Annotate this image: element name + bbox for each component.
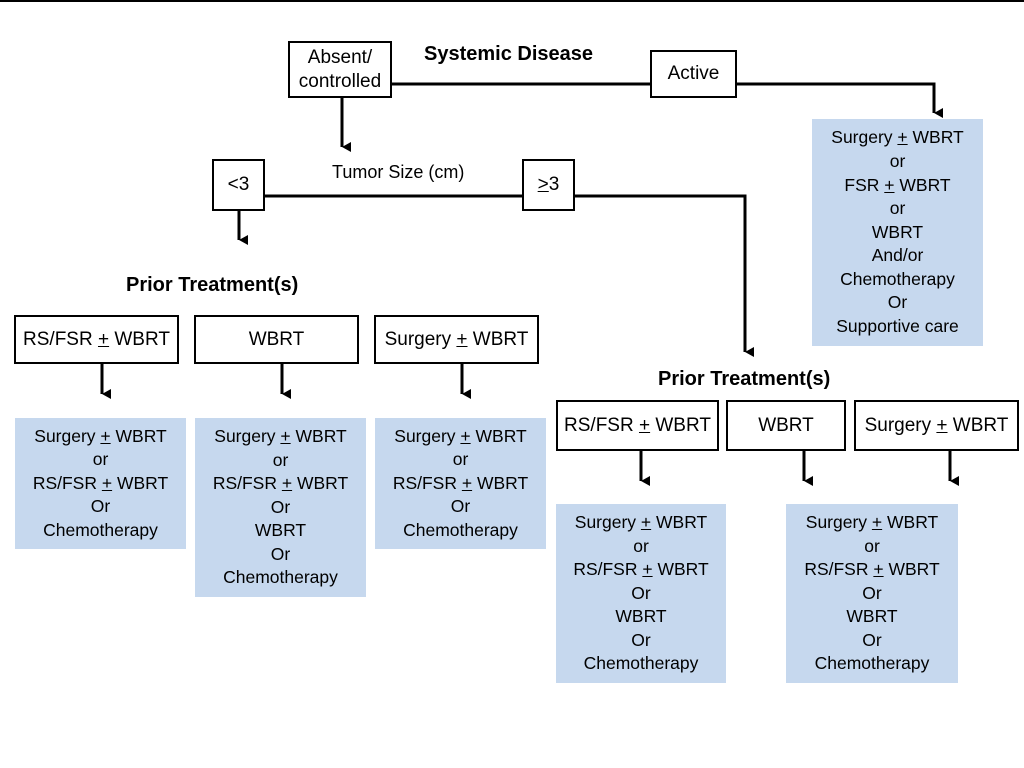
absent-controlled-label: Absent/ controlled — [298, 46, 382, 92]
large-prior-surgery-box: Surgery + WBRT — [854, 400, 1019, 451]
option-line: RS/FSR + WBRT — [392, 472, 529, 493]
option-line: Or — [450, 496, 471, 517]
option-line: Supportive care — [836, 316, 959, 337]
prior-label: Surgery + WBRT — [384, 328, 529, 350]
option-line: Chemotherapy — [583, 653, 699, 674]
systemic-disease-title: Systemic Disease — [424, 43, 594, 65]
option-line: Or — [887, 292, 908, 313]
active-label: Active — [667, 63, 720, 84]
option-line: Or — [270, 496, 291, 517]
option-line: Surgery + WBRT — [34, 425, 167, 446]
option-line: RS/FSR + WBRT — [32, 472, 169, 493]
option-line: WBRT — [871, 221, 924, 242]
option-line: WBRT — [254, 520, 307, 541]
option-line: WBRT — [615, 606, 667, 627]
tumor-small-label: <3 — [227, 174, 250, 195]
small-col1-options-panel: Surgery + WBRT or RS/FSR + WBRT Or Chemo… — [15, 418, 186, 549]
option-line: Surgery + WBRT — [214, 425, 347, 446]
large-prior-treatment-title: Prior Treatment(s) — [658, 368, 831, 390]
option-line: Surgery + WBRT — [831, 127, 964, 148]
tumor-small-box: <3 — [212, 159, 265, 211]
active-box: Active — [650, 50, 737, 98]
option-line: And/or — [871, 245, 924, 266]
tumor-large-label: >3 — [537, 174, 560, 195]
option-line: Surgery + WBRT — [574, 511, 708, 532]
active-arrow — [737, 82, 943, 118]
large-arrow — [575, 194, 754, 357]
prior-label: RS/FSR + WBRT — [564, 414, 711, 436]
prior-label: WBRT — [248, 328, 305, 350]
option-line: RS/FSR + WBRT — [804, 559, 940, 580]
option-line: RS/FSR + WBRT — [573, 559, 709, 580]
option-line: Or — [631, 582, 651, 603]
tumor-large-box: >3 — [522, 159, 575, 211]
option-line: Chemotherapy — [814, 653, 930, 674]
option-line: or — [633, 535, 649, 556]
small-prior-rs-fsr-box: RS/FSR + WBRT — [14, 315, 179, 364]
option-line: or — [272, 449, 289, 470]
option-line: Chemotherapy — [223, 567, 338, 588]
option-line: Or — [862, 629, 882, 650]
small-prior-surgery-box: Surgery + WBRT — [374, 315, 539, 364]
option-line: WBRT — [846, 606, 898, 627]
option-line: Or — [270, 543, 291, 564]
option-line: Or — [90, 496, 111, 517]
prior-label: Surgery + WBRT — [864, 414, 1009, 436]
option-line: Or — [862, 582, 882, 603]
option-line: or — [452, 449, 469, 470]
option-line: or — [864, 535, 880, 556]
large-col1-options-panel: Surgery + WBRT or RS/FSR + WBRT Or WBRT … — [556, 504, 726, 683]
large-prior-wbrt-box: WBRT — [726, 400, 846, 451]
small-prior-wbrt-box: WBRT — [194, 315, 359, 364]
small-col3-options-panel: Surgery + WBRT or RS/FSR + WBRT Or Chemo… — [375, 418, 546, 549]
prior-label: WBRT — [758, 414, 814, 436]
large-prior-rs-fsr-box: RS/FSR + WBRT — [556, 400, 719, 451]
prior-label: RS/FSR + WBRT — [23, 328, 170, 350]
option-line: or — [889, 198, 906, 219]
large-col2-options-panel: Surgery + WBRT or RS/FSR + WBRT Or WBRT … — [786, 504, 958, 683]
option-line: Or — [631, 629, 651, 650]
option-line: Chemotherapy — [43, 519, 158, 540]
option-line: RS/FSR + WBRT — [212, 473, 349, 494]
option-line: or — [92, 449, 109, 470]
top-border — [0, 0, 1024, 2]
active-options-panel: Surgery + WBRT or FSR + WBRT or WBRT And… — [812, 119, 983, 346]
small-col2-options-panel: Surgery + WBRT or RS/FSR + WBRT Or WBRT … — [195, 418, 366, 597]
option-line: Chemotherapy — [403, 519, 518, 540]
option-line: FSR + WBRT — [844, 174, 951, 195]
option-line: Chemotherapy — [840, 268, 955, 289]
option-line: or — [889, 150, 906, 171]
option-line: Surgery + WBRT — [394, 425, 527, 446]
small-prior-treatment-title: Prior Treatment(s) — [126, 274, 299, 296]
tumor-size-title: Tumor Size (cm) — [332, 162, 465, 182]
option-line: Surgery + WBRT — [805, 511, 939, 532]
absent-controlled-box: Absent/ controlled — [288, 41, 392, 98]
